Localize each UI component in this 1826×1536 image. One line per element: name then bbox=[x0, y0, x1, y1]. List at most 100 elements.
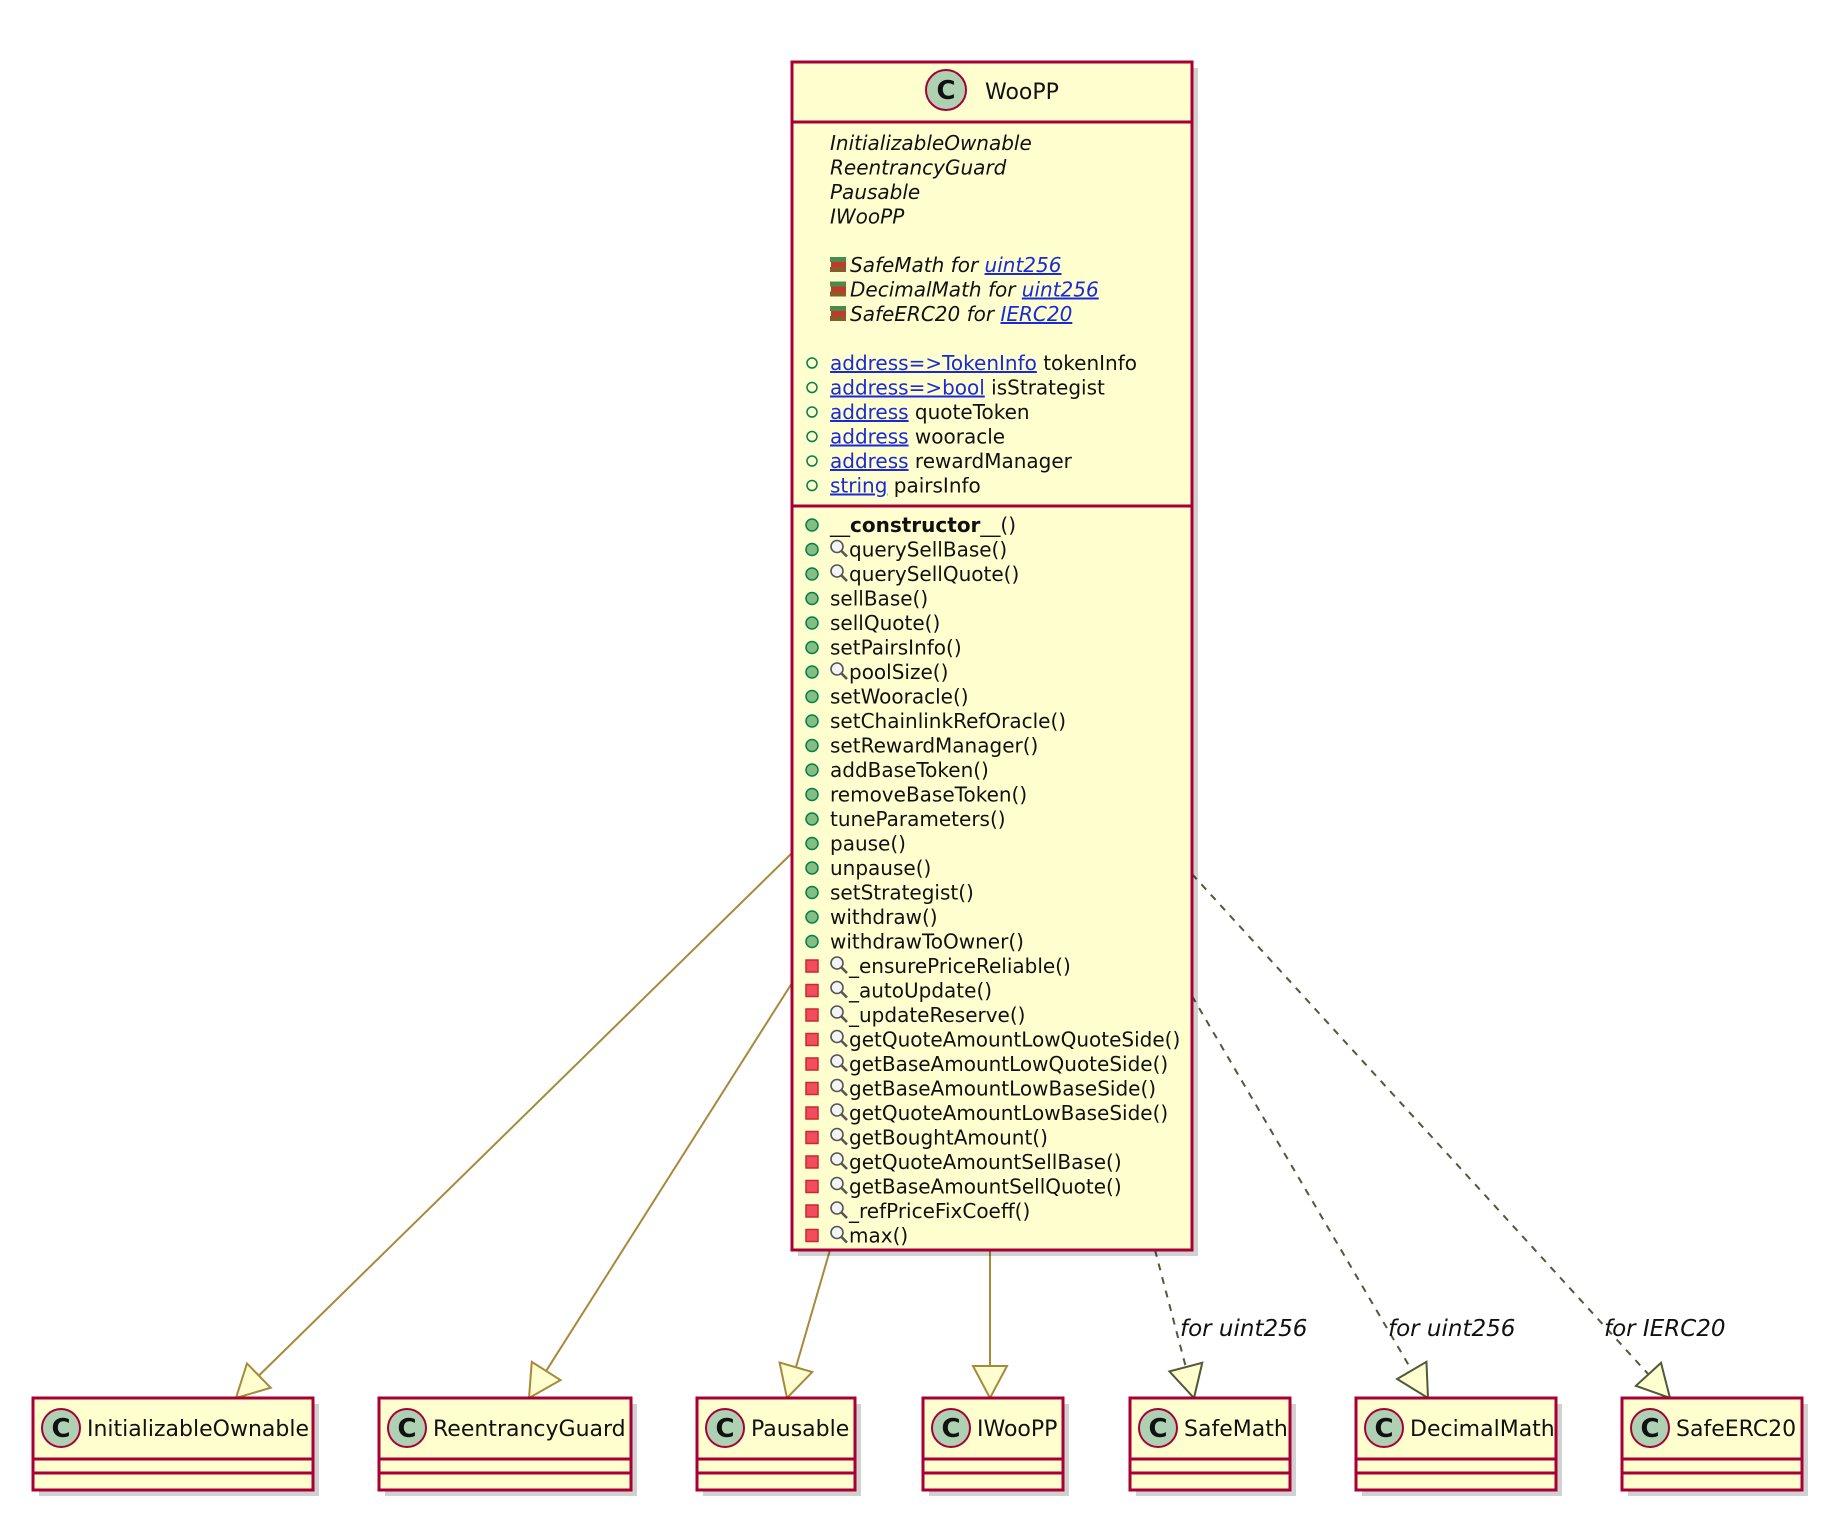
stereotype-letter: C bbox=[1148, 1414, 1167, 1444]
svg-text:string pairsInfo: string pairsInfo bbox=[830, 474, 981, 498]
class-box bbox=[790, 60, 1194, 1252]
svg-text:SafeERC20 for IERC20: SafeERC20 for IERC20 bbox=[850, 302, 1072, 326]
relation-wooPP-decimalmath: for uint256 bbox=[1191, 995, 1515, 1400]
public-visibility-icon bbox=[805, 567, 819, 581]
method-label: getBoughtAmount() bbox=[849, 1126, 1048, 1150]
magnifier-icon bbox=[830, 1005, 848, 1023]
method-getbaseamountlowbaseside: getBaseAmountLowBaseSide() bbox=[805, 1077, 1156, 1101]
type-link-ierc20[interactable]: IERC20 bbox=[1000, 302, 1072, 326]
magnifier-icon bbox=[830, 1225, 848, 1244]
arrowhead bbox=[1395, 1360, 1430, 1400]
method-label: _updateReserve() bbox=[848, 1003, 1025, 1027]
field-name: rewardManager bbox=[909, 449, 1073, 473]
method-label: sellBase() bbox=[830, 587, 928, 611]
magnifier-icon bbox=[830, 564, 848, 582]
method-label: addBaseToken() bbox=[830, 758, 989, 782]
type-link-uint256[interactable]: uint256 bbox=[1022, 278, 1099, 302]
method-pause: pause() bbox=[805, 832, 906, 856]
relation-line bbox=[545, 982, 793, 1372]
method-sellbase: sellBase() bbox=[805, 587, 928, 611]
public-visibility-icon bbox=[806, 455, 818, 467]
stereotype-letter: C bbox=[941, 1414, 960, 1444]
method-label: getBaseAmountLowBaseSide() bbox=[849, 1077, 1156, 1101]
arrowhead bbox=[234, 1361, 273, 1400]
method-setrewardmanager: setRewardManager() bbox=[805, 734, 1038, 758]
magnifier-icon bbox=[830, 980, 848, 999]
method-label: sellQuote() bbox=[830, 611, 940, 635]
relation-wooPP-safeerc20: for IERC20 bbox=[1191, 873, 1726, 1400]
library-safemath: SafeMath for uint256 bbox=[830, 253, 1061, 277]
type-link[interactable]: address=>bool bbox=[830, 376, 985, 400]
parent-pausable: Pausable bbox=[830, 180, 920, 204]
relation-wooPP-pausable bbox=[778, 1249, 831, 1401]
arrowhead bbox=[778, 1361, 815, 1401]
method-label: setWooracle() bbox=[830, 685, 969, 709]
method-label: tuneParameters() bbox=[830, 807, 1006, 831]
class-title: IWooPP bbox=[977, 1417, 1057, 1442]
relation-line bbox=[258, 852, 793, 1377]
public-visibility-icon bbox=[805, 861, 819, 875]
method-updatereserve: _updateReserve() bbox=[805, 1003, 1025, 1027]
relation-label: for IERC20 bbox=[1604, 1316, 1726, 1342]
magnifier-icon bbox=[830, 1078, 848, 1097]
stereotype-letter: C bbox=[936, 76, 955, 106]
private-visibility-icon bbox=[805, 1008, 819, 1022]
field-rewardmanager: address rewardManager bbox=[806, 449, 1073, 473]
type-link[interactable]: string bbox=[830, 474, 887, 498]
svg-text:SafeMath for uint256: SafeMath for uint256 bbox=[850, 253, 1061, 277]
stereotype-letter: C bbox=[397, 1414, 416, 1444]
svg-text:address wooracle: address wooracle bbox=[830, 425, 1005, 449]
method-withdrawtoowner: withdrawToOwner() bbox=[805, 930, 1024, 954]
stereotype-letter: C bbox=[715, 1414, 734, 1444]
method-label: _ensurePriceReliable() bbox=[848, 954, 1071, 978]
decimalmath-class-stereotype-icon bbox=[1364, 1408, 1404, 1448]
method-unpause: unpause() bbox=[805, 856, 931, 880]
relation-label: for uint256 bbox=[1180, 1316, 1307, 1342]
method-label: setChainlinkRefOracle() bbox=[830, 709, 1066, 733]
method-label: pause() bbox=[830, 832, 906, 856]
method-getbaseamountsellquote: getBaseAmountSellQuote() bbox=[805, 1175, 1122, 1199]
method-label: max() bbox=[849, 1224, 908, 1248]
private-visibility-icon bbox=[805, 1204, 819, 1218]
type-link[interactable]: address=>TokenInfo bbox=[830, 351, 1037, 375]
public-visibility-icon bbox=[805, 836, 819, 851]
type-link[interactable]: address bbox=[830, 449, 909, 473]
magnifier-icon bbox=[830, 1127, 848, 1146]
safeerc20-class-stereotype-icon bbox=[1630, 1408, 1670, 1448]
type-link[interactable]: address bbox=[830, 400, 909, 424]
public-visibility-icon bbox=[805, 542, 819, 557]
method-label: setRewardManager() bbox=[830, 734, 1038, 758]
private-visibility-icon bbox=[805, 1081, 819, 1096]
method-getquoteamountlowbaseside: getQuoteAmountLowBaseSide() bbox=[805, 1101, 1168, 1125]
method-label: getQuoteAmountLowBaseSide() bbox=[849, 1101, 1168, 1125]
magnifier-icon bbox=[830, 662, 848, 680]
field-tokeninfo: address=>TokenInfo tokenInfo bbox=[806, 351, 1137, 375]
method-querysellbase: querySellBase() bbox=[805, 538, 1007, 562]
field-name: tokenInfo bbox=[1037, 351, 1137, 375]
arrowhead bbox=[1167, 1361, 1204, 1401]
method-addbasetoken: addBaseToken() bbox=[805, 758, 989, 782]
field-name: quoteToken bbox=[909, 400, 1030, 424]
method-setpairsinfo: setPairsInfo() bbox=[805, 636, 962, 660]
method-poolsize: poolSize() bbox=[805, 660, 948, 684]
method-label: withdrawToOwner() bbox=[830, 930, 1024, 954]
method-label: querySellBase() bbox=[849, 538, 1007, 562]
public-visibility-icon bbox=[805, 910, 819, 924]
private-visibility-icon bbox=[805, 983, 819, 998]
method-label: unpause() bbox=[830, 856, 931, 880]
relation-label: for uint256 bbox=[1388, 1316, 1515, 1342]
public-visibility-icon bbox=[805, 714, 819, 728]
type-link[interactable]: address bbox=[830, 425, 909, 449]
field-wooracle: address wooracle bbox=[806, 425, 1005, 449]
class-iwoopp[interactable]: C IWooPP bbox=[921, 1396, 1069, 1496]
public-visibility-icon bbox=[805, 787, 819, 802]
type-link-uint256[interactable]: uint256 bbox=[985, 253, 1062, 277]
